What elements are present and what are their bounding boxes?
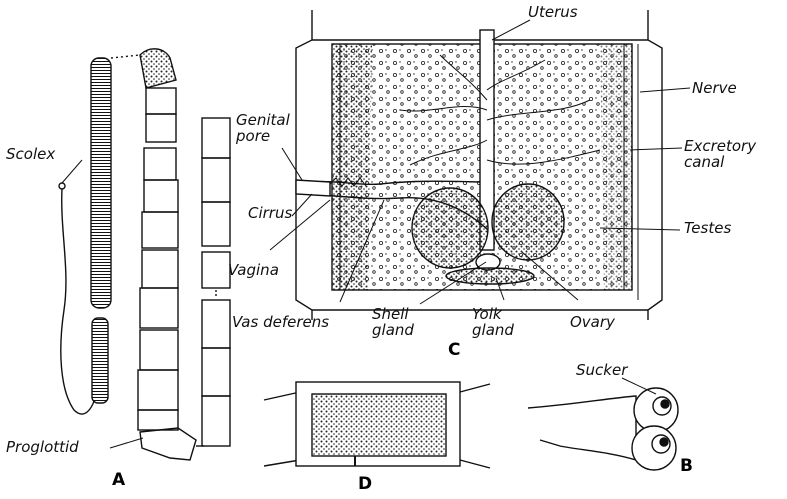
panel-label-d: D xyxy=(358,474,372,494)
label-vas-deferens: Vas deferens xyxy=(232,314,329,330)
panel-b-scolex xyxy=(528,388,678,470)
label-excretory-canal: Excretory canal xyxy=(684,138,756,170)
proglottid-bend xyxy=(140,428,196,460)
panel-label-a: A xyxy=(112,470,125,490)
label-yolk-gland: Yolk gland xyxy=(472,306,514,338)
panel-label-b: B xyxy=(680,456,693,476)
panel-d-gravid-proglottid xyxy=(264,382,490,468)
label-nerve: Nerve xyxy=(692,80,737,96)
label-testes: Testes xyxy=(684,220,731,236)
label-uterus: Uterus xyxy=(528,4,578,20)
gravid-proglottids xyxy=(202,118,230,446)
immature-segments-lower xyxy=(92,318,108,403)
label-cirrus: Cirrus xyxy=(248,205,292,221)
label-sucker: Sucker xyxy=(576,362,627,378)
label-vagina: Vagina xyxy=(228,262,279,278)
label-ovary: Ovary xyxy=(570,314,615,330)
panel-label-c: C xyxy=(448,340,460,360)
gravid-uterus xyxy=(312,394,446,456)
mature-curve-top xyxy=(140,49,176,88)
label-genital-pore: Genital pore xyxy=(236,112,290,144)
scolex-head xyxy=(59,183,65,189)
panel-c-proglottid xyxy=(296,10,662,320)
ovary-left xyxy=(412,188,488,268)
mature-proglottids xyxy=(138,88,178,430)
scolex-neck xyxy=(528,396,636,460)
yolk-gland xyxy=(446,268,534,284)
panel-a-strobila xyxy=(59,49,230,460)
label-shell-gland: Shell gland xyxy=(372,306,414,338)
immature-segments-upper xyxy=(91,58,111,308)
label-scolex: Scolex xyxy=(6,146,55,162)
label-proglottid: Proglottid xyxy=(6,439,79,455)
cirrus-sac xyxy=(296,180,330,196)
ovary-right xyxy=(492,184,564,260)
